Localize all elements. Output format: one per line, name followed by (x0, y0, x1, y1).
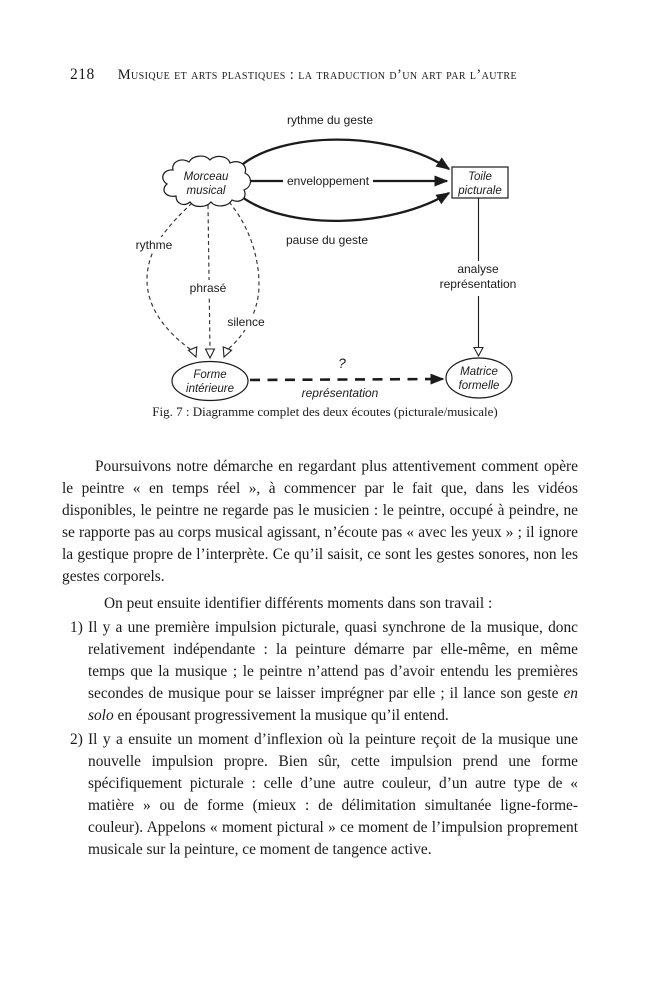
node-toile-line2: picturale (457, 185, 501, 197)
edge-representation-dashed (249, 373, 445, 385)
node-morceau-musical-cloud (162, 155, 252, 208)
label-bg-analyse (436, 261, 522, 296)
list-item-2: 2) Il y a ensuite un moment d’inflexion … (62, 729, 578, 861)
label-representation: représentation (302, 386, 379, 400)
label-analyse: analyse (457, 262, 499, 276)
node-matrice-line2: formelle (459, 380, 500, 392)
node-toile-picturale-rect (451, 166, 509, 199)
diagram-svg: Morceau musical Toile picturale Forme in… (132, 113, 522, 402)
edge-phrase-dashed (207, 204, 211, 350)
label-bg-silence (223, 314, 270, 330)
open-arrowhead-right (222, 346, 233, 359)
node-forme-line2: intérieure (186, 383, 234, 395)
list-item-1-text-a: Il y a une première impulsion picturale,… (88, 619, 578, 702)
edge-pause-du-geste (237, 192, 451, 223)
edge-silence-dashed (226, 201, 260, 351)
label-analyse-representation: représentation (440, 277, 517, 291)
page-header: 218 Musique et arts plastiques : la trad… (70, 66, 580, 84)
list-item-2-marker: 2) (70, 731, 83, 748)
body-text: Poursuivons notre démarche en regardant … (62, 456, 578, 861)
node-toile-line1: Toile (468, 171, 492, 183)
list-item-2-text: Il y a ensuite un moment d’inflexion où … (88, 731, 578, 858)
node-morceau-line2: musical (187, 185, 226, 197)
list-item-1: 1) Il y a une première impulsion pictura… (62, 617, 578, 727)
paragraph-1: Poursuivons notre démarche en regardant … (62, 458, 578, 585)
open-arrowhead-left (187, 346, 198, 359)
label-rythme: rythme (136, 238, 173, 252)
label-phrase: phrasé (190, 281, 227, 295)
paragraph-2: On peut ensuite identifier différents mo… (104, 595, 493, 612)
list-item-1-text-b: en épousant progressivement la musique q… (113, 707, 449, 724)
node-forme-line1: Forme (193, 369, 226, 381)
figure-diagram: Morceau musical Toile picturale Forme in… (0, 100, 650, 405)
figure-caption: Fig. 7 : Diagramme complet des deux écou… (152, 404, 498, 419)
label-silence: silence (227, 315, 265, 329)
page-number: 218 (70, 66, 95, 83)
node-matrice-formelle-ellipse (445, 357, 513, 399)
list-item-1-marker: 1) (70, 619, 83, 636)
label-bg-rythme (132, 237, 177, 252)
node-forme-interieure-ellipse (171, 360, 249, 402)
list-item-1-italic: en solo (88, 685, 578, 724)
edge-rythme-du-geste (237, 138, 451, 170)
label-enveloppement: enveloppement (287, 174, 370, 188)
label-rythme-du-geste: rythme du geste (287, 113, 373, 127)
label-bg-enveloppement (285, 173, 371, 189)
label-bg-phrase (186, 280, 231, 296)
running-title: Musique et arts plastiques : la traducti… (117, 67, 517, 83)
label-pause-du-geste: pause du geste (286, 233, 368, 247)
list-item-1-text: Il y a une première impulsion picturale,… (88, 617, 578, 727)
node-matrice-line1: Matrice (460, 366, 498, 378)
label-question-mark: ? (338, 356, 346, 371)
open-arrowhead-middle (204, 348, 216, 360)
open-arrowhead-matrice (473, 346, 484, 358)
edge-rythme-dashed (146, 202, 193, 350)
node-morceau-line1: Morceau (184, 171, 229, 183)
